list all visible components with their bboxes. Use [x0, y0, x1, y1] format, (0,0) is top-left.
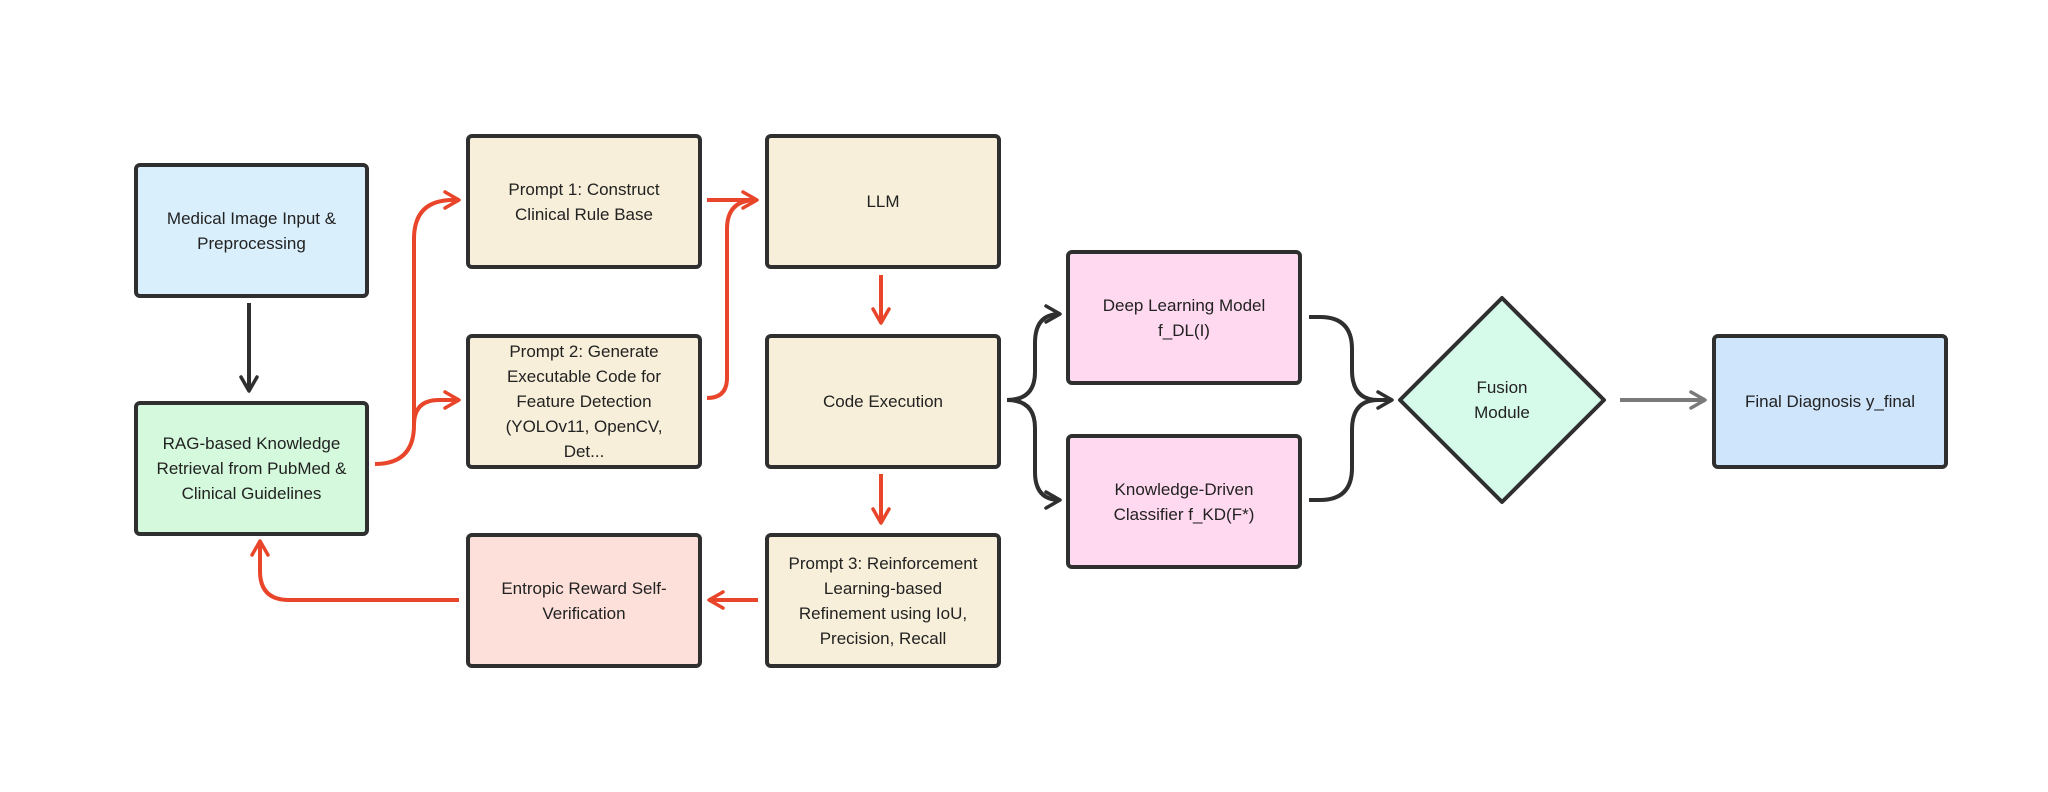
node-final-diagnosis: Final Diagnosis y_final [1712, 334, 1948, 469]
node-entropic-reward: Entropic Reward Self- Verification [466, 533, 702, 668]
edge-deeplearning-to-fusion [1309, 315, 1394, 410]
node-rag-retrieval: RAG-based Knowledge Retrieval from PubMe… [134, 401, 369, 536]
node-code-execution-label: Code Execution [822, 392, 944, 411]
node-entropic-reward-label: Entropic Reward Self- Verification [501, 578, 667, 623]
node-rag-retrieval-label: RAG-based Knowledge Retrieval from PubMe… [156, 434, 347, 503]
node-medical-input-label: Medical Image Input & Preprocessing [166, 208, 337, 253]
node-prompt2: Prompt 2: Generate Executable Code for F… [466, 334, 702, 469]
node-knowledge-classifier-label: Knowledge-Driven Classifier f_KD(F*) [1113, 479, 1255, 524]
edge-code-to-classifier [1006, 398, 1062, 510]
node-fusion-module: Fusion Module [1430, 360, 1574, 440]
node-prompt2-label: Prompt 2: Generate Executable Code for F… [505, 342, 663, 461]
node-code-execution: Code Execution [765, 334, 1001, 469]
edge-code-to-deeplearning [1006, 304, 1062, 402]
node-prompt1-label: Prompt 1: Construct Clinical Rule Base [508, 179, 660, 224]
node-prompt3-label: Prompt 3: Reinforcement Learning-based R… [788, 553, 978, 648]
node-fusion-module-label: Fusion Module [1474, 378, 1530, 422]
node-knowledge-classifier: Knowledge-Driven Classifier f_KD(F*) [1066, 434, 1302, 569]
fusion-diamond [1398, 296, 1606, 504]
edge-classifier-to-fusion [1309, 398, 1379, 502]
node-deep-learning: Deep Learning Model f_DL(I) [1066, 250, 1302, 385]
edge-rag-to-prompt1 [374, 190, 461, 466]
node-final-diagnosis-label: Final Diagnosis y_final [1744, 392, 1916, 411]
node-llm: LLM [765, 134, 1001, 269]
edge-entropic-to-rag [250, 539, 459, 602]
node-prompt1: Prompt 1: Construct Clinical Rule Base [466, 134, 702, 269]
edge-prompt2-to-llm [706, 198, 757, 400]
node-llm-label: LLM [866, 192, 900, 211]
node-deep-learning-label: Deep Learning Model f_DL(I) [1102, 295, 1266, 340]
node-medical-input: Medical Image Input & Preprocessing [134, 163, 369, 298]
node-prompt3: Prompt 3: Reinforcement Learning-based R… [765, 533, 1001, 668]
edge-rag-to-prompt2 [412, 390, 461, 426]
